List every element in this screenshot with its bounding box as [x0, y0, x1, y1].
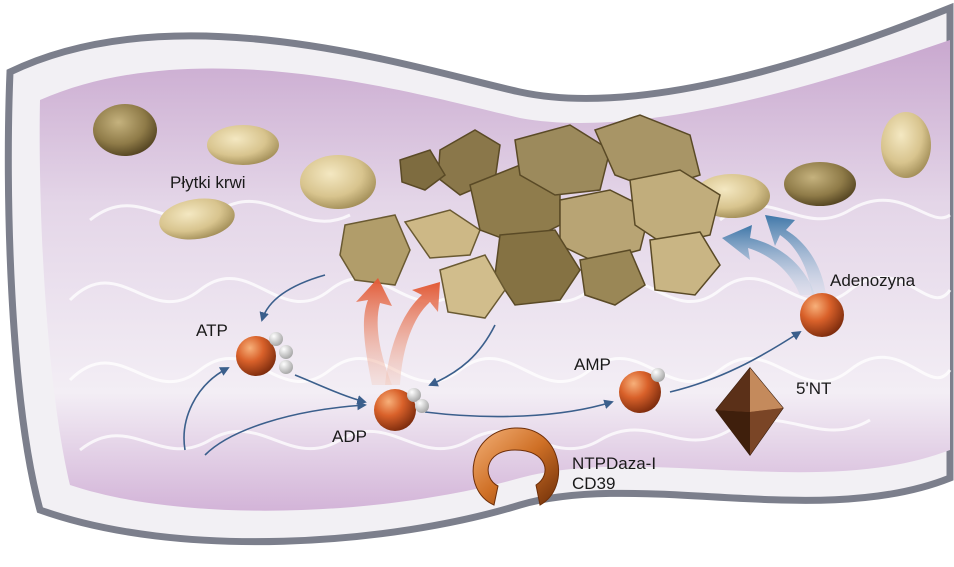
- nt5-label: 5'NT: [796, 380, 831, 399]
- platelet: [784, 162, 856, 206]
- platelet: [93, 104, 157, 156]
- ntpdase-label-line1: NTPDaza-I: [572, 455, 656, 474]
- adenosine-label: Adenozyna: [830, 272, 915, 291]
- platelets-label: Płytki krwi: [170, 174, 246, 193]
- adp-label: ADP: [332, 428, 367, 447]
- platelet: [881, 112, 931, 178]
- amp-label: AMP: [574, 356, 611, 375]
- atp-label: ATP: [196, 322, 228, 341]
- platelet: [207, 125, 279, 165]
- adenosine-molecule: [800, 293, 844, 337]
- ntpdase-label-line2: CD39: [572, 475, 615, 494]
- platelet: [300, 155, 376, 209]
